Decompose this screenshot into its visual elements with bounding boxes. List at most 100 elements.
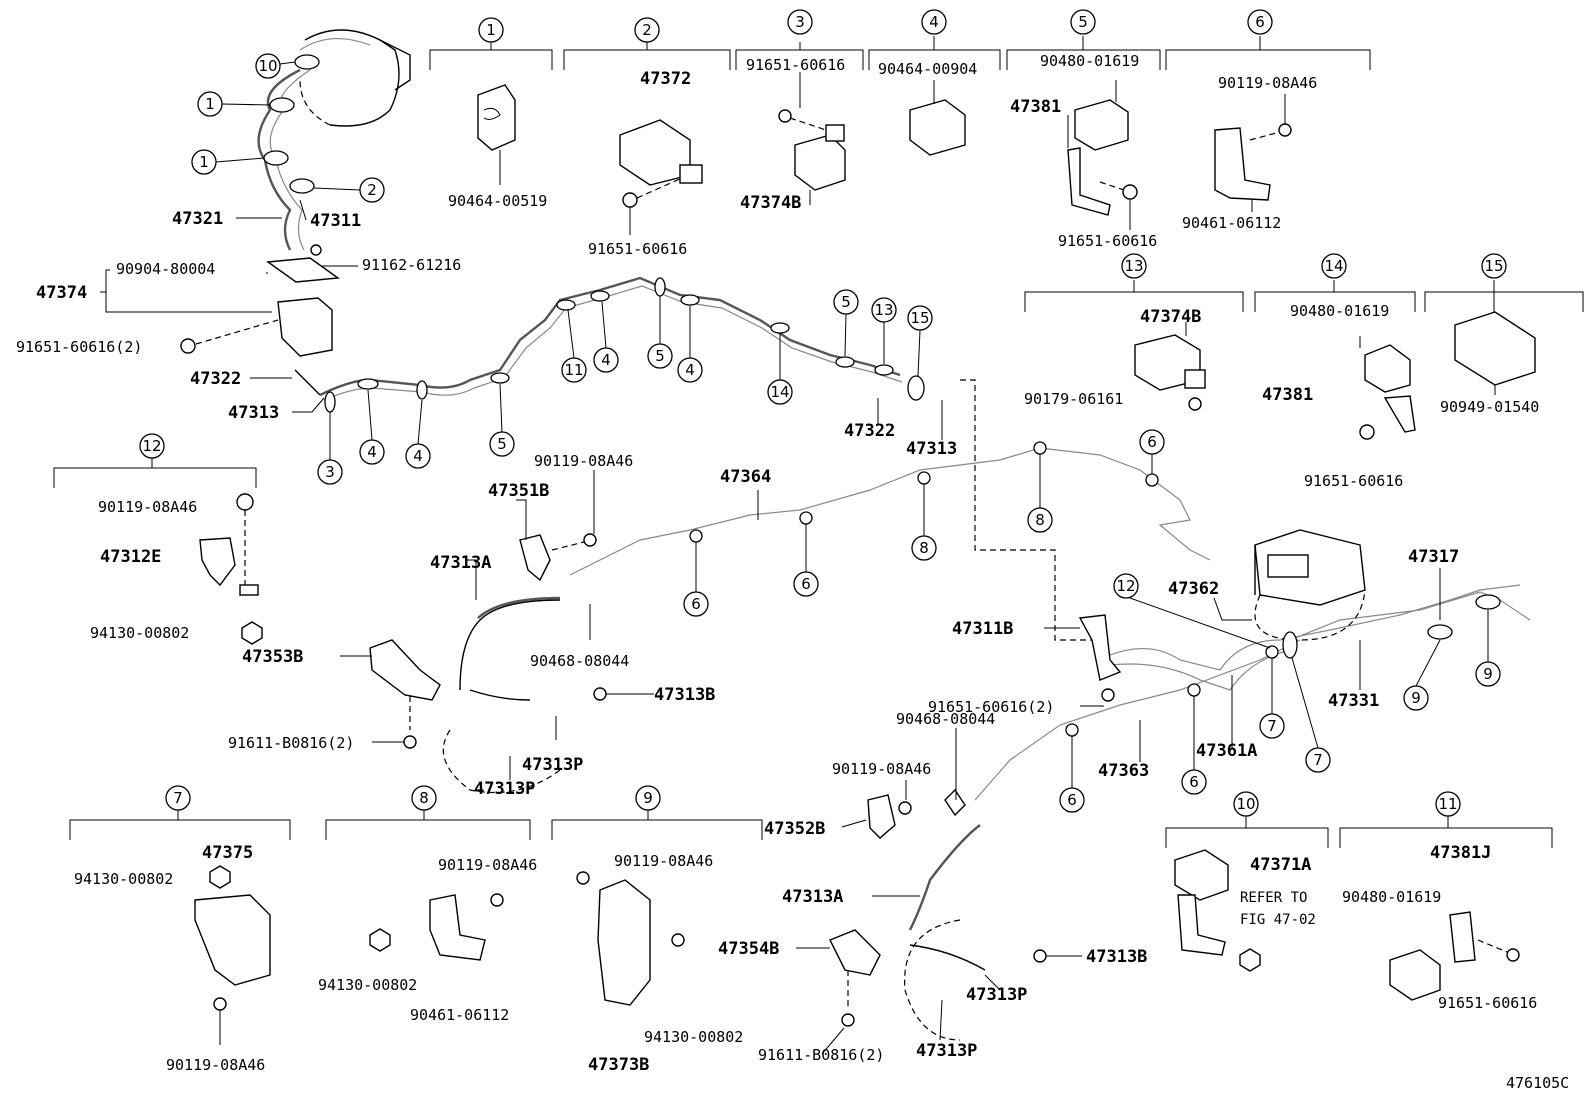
callout: 14 (770, 383, 789, 401)
callout: 1 (205, 95, 215, 113)
part-number: 91651-60616 (1304, 472, 1403, 490)
part-number: 90179-06161 (1024, 390, 1123, 408)
callout: 9 (1411, 689, 1421, 707)
part-number: 47352B (764, 819, 825, 839)
part-number: 90461-06112 (1182, 214, 1281, 232)
group-headers-bottom: 7 8 9 10 11 (69, 785, 1553, 848)
part-number: 47353B (242, 647, 303, 667)
callout: 8 (1035, 511, 1045, 529)
group-part-labels: 90464-00519 4 7 3 7 2 91651-60616 91651-6061… (74, 52, 1539, 1075)
group-num: 5 (1078, 13, 1088, 31)
group-num: 9 (643, 789, 653, 807)
leader-lines (100, 199, 1441, 1055)
callout: 9 (1483, 665, 1493, 683)
part-number: 47373B (588, 1055, 649, 1075)
part-number: 47313A (430, 553, 491, 573)
callout: 7 (1267, 717, 1277, 735)
group-num: 6 (1255, 13, 1265, 31)
part-number: 47313B (1086, 947, 1147, 967)
callout: 7 (1313, 751, 1323, 769)
part-number: 90119-08A46 (1218, 74, 1317, 92)
part-number: 90461-06112 (410, 1006, 509, 1024)
part-number: 94130-00802 (74, 870, 173, 888)
part-number: 47362 (1168, 579, 1219, 599)
part-number: 90480-01619 (1040, 52, 1139, 70)
callout: 2 (367, 181, 377, 199)
group-num: 3 (795, 13, 805, 31)
part-number: 90480-01619 (1342, 888, 1441, 906)
callout: 10 (258, 57, 277, 75)
callout: 6 (691, 595, 701, 613)
part-number: 91651-60616(2) (928, 698, 1054, 716)
part-number: 47311B (952, 619, 1013, 639)
callout: 8 (919, 539, 929, 557)
part-number: 47321 (172, 209, 223, 229)
flex-hose-front (442, 596, 561, 794)
part-number: 90464-00904 (878, 60, 977, 78)
callout: 5 (497, 435, 507, 453)
rear-brake-lines (569, 447, 1531, 801)
part-number: 91651-60616(2) (16, 338, 142, 356)
part-number: 91162-61216 (362, 256, 461, 274)
part-number: 90480-01619 (1290, 302, 1389, 320)
part-number: 47354B (718, 939, 779, 959)
part-number: 90119-08A46 (614, 852, 713, 870)
part-number: 91651-60616 (1438, 994, 1537, 1012)
group-num: 15 (1484, 257, 1503, 275)
part-number: 47317 (1408, 547, 1459, 567)
group-num: 8 (419, 789, 429, 807)
part-number: 47313P (474, 779, 535, 799)
part-number: 90468-08044 (896, 710, 995, 728)
part-number: 47374B (740, 193, 801, 213)
abs-actuator (1254, 529, 1366, 641)
callout: 4 (413, 447, 423, 465)
part-number: 47313B (654, 685, 715, 705)
callout: 5 (841, 293, 851, 311)
part-number: 47364 (720, 467, 771, 487)
part-number: 91651-60616 (588, 240, 687, 258)
part-number: 47313 (906, 439, 957, 459)
group-num: 10 (1236, 795, 1255, 813)
callout: 6 (1067, 791, 1077, 809)
figure-id: 476105C (1506, 1074, 1569, 1092)
callout: 12 (1116, 577, 1135, 595)
part-number: 47381J (1430, 843, 1491, 863)
part-number: 90119-08A46 (98, 498, 197, 516)
part-number: 47375 (202, 843, 253, 863)
group-headers-mid: 13 14 15 (1024, 253, 1584, 312)
part-number: 94130-00802 (318, 976, 417, 994)
callout: 6 (1189, 773, 1199, 791)
part-number: 90949-01540 (1440, 398, 1539, 416)
main-part-labels: 47321 47311 90904-80004 91162-61216 4737… (16, 209, 1459, 1064)
part-number: 47381 (1010, 97, 1061, 117)
callout: 4 (367, 443, 377, 461)
part-number: 47312E (100, 547, 161, 567)
callout: 3 (325, 463, 335, 481)
clip-markers (263, 54, 1501, 737)
part-number: 90464-00519 (448, 192, 547, 210)
part-number: 47313P (916, 1041, 977, 1061)
part-number: 47371A (1250, 855, 1311, 875)
group-headers-top: 1 2 3 4 5 6 (429, 9, 1371, 70)
part-number: 94130-00802 (644, 1028, 743, 1046)
group-num: 4 (929, 13, 939, 31)
part-number: 91651-60616 (746, 56, 845, 74)
part-number: 90119-08A46 (534, 452, 633, 470)
callout: 11 (564, 361, 583, 379)
part-number: 47322 (190, 369, 241, 389)
part-number: 94130-00802 (90, 624, 189, 642)
group-num: 13 (1124, 257, 1143, 275)
part-number: 91651-60616 (1058, 232, 1157, 250)
callout: 1 (199, 153, 209, 171)
group-num: 12 (142, 437, 161, 455)
part-shapes (180, 72, 1536, 1045)
part-number: 47322 (844, 421, 895, 441)
callout: 6 (801, 575, 811, 593)
part-number: 47374B (1140, 307, 1201, 327)
group-num: 11 (1438, 795, 1457, 813)
part-number: 91611-B0816(2) (228, 734, 354, 752)
callout: 15 (910, 309, 929, 327)
clip-callouts: 10 1 1 2 3 4 4 5 11 4 5 4 14 5 13 15 6 6 (191, 53, 1501, 813)
part-number: 47313P (966, 985, 1027, 1005)
part-number: 47374 (36, 283, 87, 303)
